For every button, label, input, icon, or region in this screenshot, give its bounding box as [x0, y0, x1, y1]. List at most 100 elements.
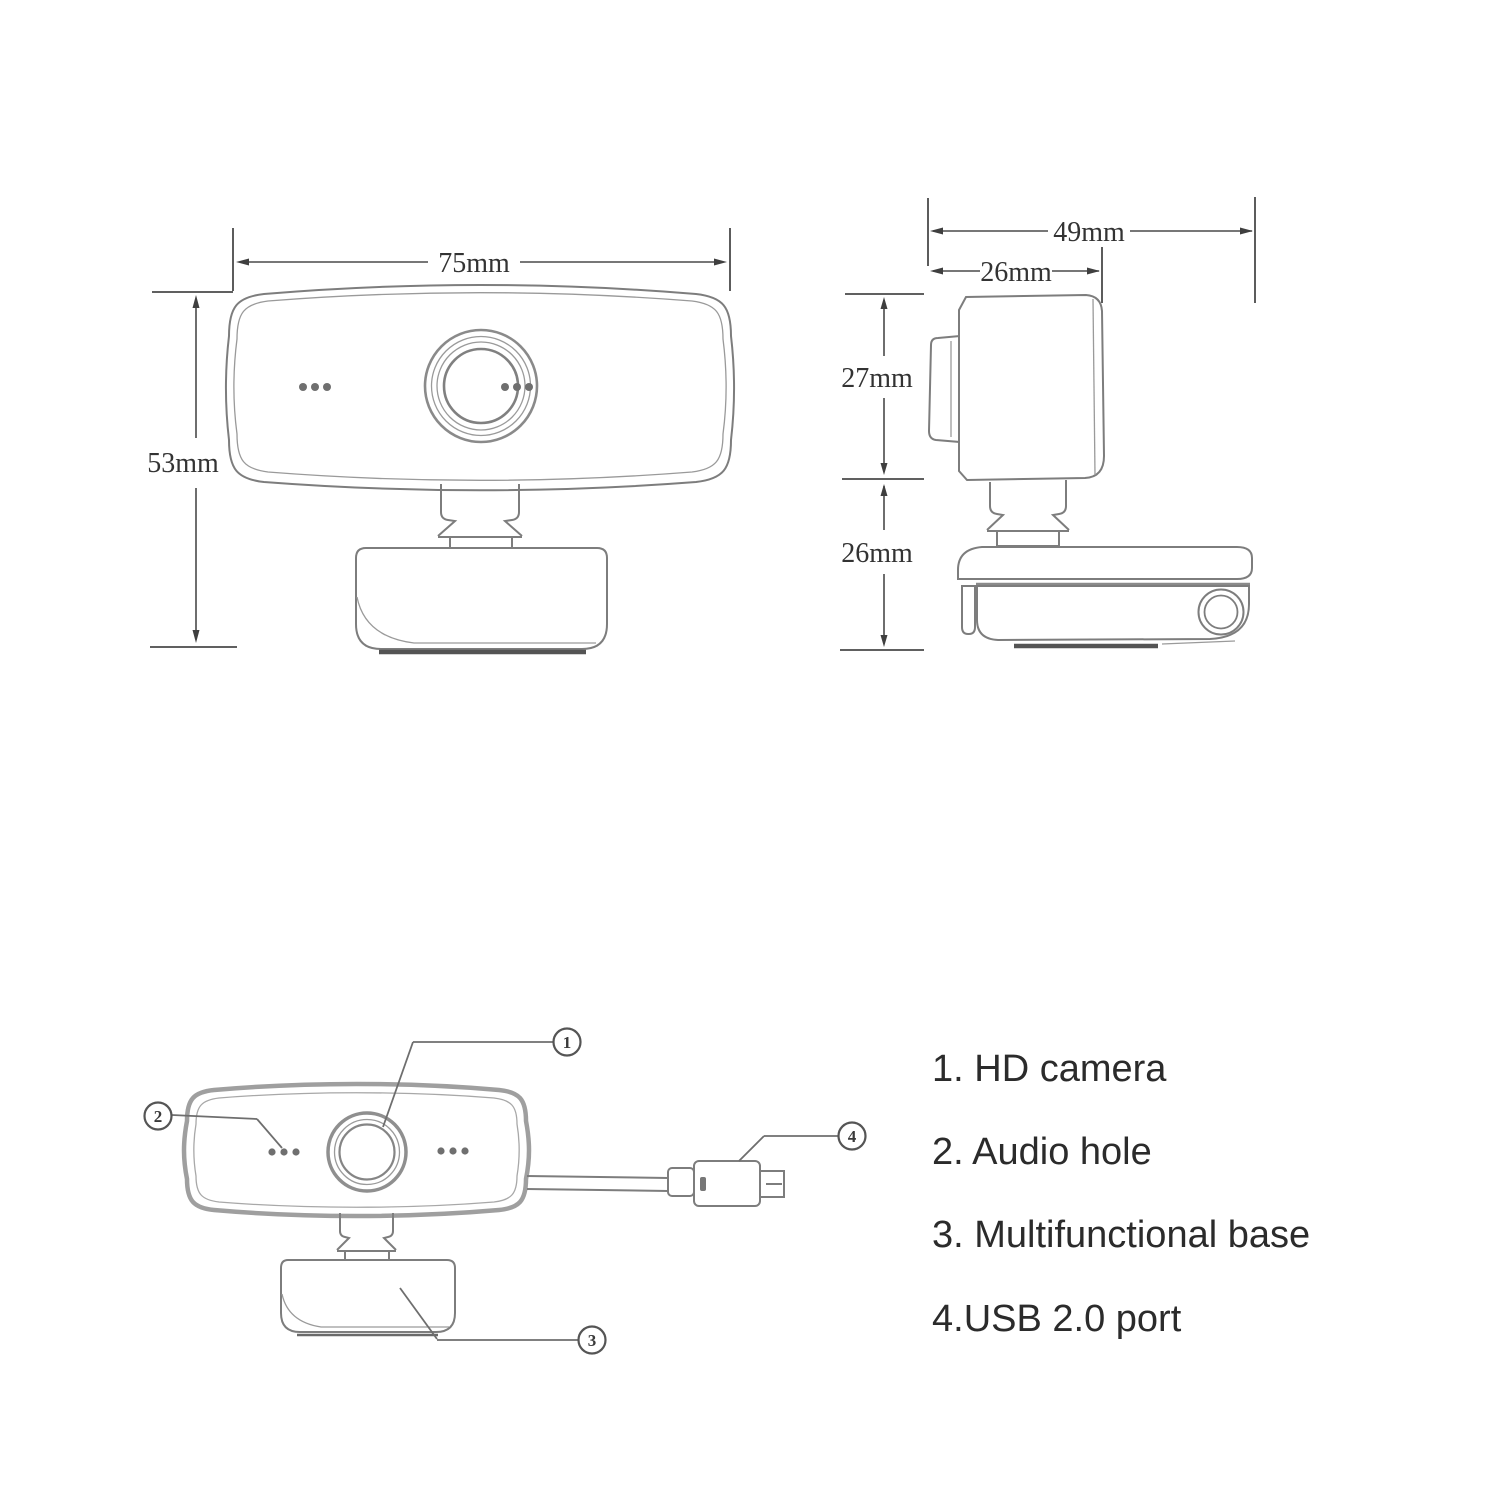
front-mic-dots-right [501, 383, 533, 391]
parts-lens-ring-mid [333, 1118, 401, 1186]
side-body-edge-highlight [1092, 298, 1096, 476]
arrow-down [192, 630, 200, 643]
callout-1-number: 1 [563, 1033, 572, 1052]
side-total-depth-label: 49mm [1053, 217, 1125, 248]
parts-neck-left [336, 1213, 351, 1251]
front-view: 75mm 53mm [147, 228, 735, 655]
mic-dot [437, 1147, 445, 1155]
side-body [958, 293, 1106, 482]
side-body-height-label: 27mm [841, 363, 913, 394]
side-base-height-dimension: 26mm [840, 484, 924, 651]
mic-dot [268, 1148, 276, 1156]
front-mic-dots-left [299, 383, 331, 391]
parts-neck-right [382, 1213, 397, 1251]
parts-body-inner-line [193, 1092, 520, 1208]
side-body-depth-dimension: 26mm [930, 247, 1103, 303]
arrow-up [880, 297, 888, 309]
parts-view: 1 2 3 4 [143, 1027, 867, 1355]
callout-2-circle [143, 1101, 173, 1131]
neck-collar [449, 536, 513, 549]
parts-base [280, 1259, 456, 1337]
arrow-down [880, 635, 888, 647]
arrow-up [880, 484, 888, 496]
callout-2-number: 2 [154, 1107, 163, 1126]
cable-strain-relief [667, 1167, 695, 1197]
callout-4-usb-port: 4 [738, 1121, 867, 1162]
callout-4-number: 4 [848, 1127, 857, 1146]
lens-ring-mid2 [436, 341, 526, 431]
callout-4-circle [837, 1121, 867, 1151]
usb-cable [526, 1167, 695, 1197]
front-neck [437, 484, 523, 549]
arrow-left [930, 267, 943, 275]
front-body-inner-line [233, 292, 727, 481]
side-neck [986, 480, 1070, 547]
arrow-right [714, 258, 727, 266]
callout-4-line-d [738, 1135, 765, 1162]
front-base [355, 547, 608, 655]
mic-dot [525, 383, 533, 391]
parts-base-outline [280, 1259, 456, 1333]
callout-1-line-d [382, 1041, 414, 1128]
arrow-right [1087, 267, 1100, 275]
neck-right-edge [502, 484, 523, 537]
mic-dot [299, 383, 307, 391]
side-body-outline [958, 293, 1106, 482]
side-neck-left [986, 482, 1006, 531]
arrow-up [192, 295, 200, 308]
arrow-left [236, 258, 249, 266]
side-body-depth-label: 26mm [980, 257, 1052, 288]
usb-connector [693, 1160, 785, 1207]
callout-3-number: 3 [588, 1331, 597, 1350]
side-base-hinge-inner [1203, 594, 1239, 630]
side-view: 49mm 26mm 27mm 26mm [840, 197, 1256, 651]
legend-item-hd-camera: 1. HD camera [932, 1048, 1167, 1090]
parts-mic-dots-right [437, 1147, 469, 1155]
mic-dot [501, 383, 509, 391]
mic-dot [292, 1148, 300, 1156]
cable-bottom-line [526, 1188, 669, 1192]
side-base-height-label: 26mm [841, 538, 913, 569]
front-base-outline [355, 547, 608, 650]
mic-dot [449, 1147, 457, 1155]
legend-item-usb-port: 4.USB 2.0 port [932, 1298, 1182, 1340]
callout-2-audio-hole: 2 [143, 1101, 283, 1149]
front-width-label: 75mm [438, 248, 510, 279]
callout-1-hd-camera: 1 [382, 1027, 582, 1128]
callout-2-line-d [256, 1118, 283, 1149]
callout-3-circle [577, 1325, 607, 1355]
cable-top-line [526, 1175, 669, 1179]
legend-item-multifunctional-base: 3. Multifunctional base [932, 1214, 1310, 1256]
parts-neck-collar [344, 1250, 390, 1261]
parts-neck [336, 1213, 397, 1261]
side-base [957, 546, 1253, 649]
legend: 1. HD camera 2. Audio hole 3. Multifunct… [932, 1048, 1310, 1340]
legend-item-audio-hole: 2. Audio hole [932, 1131, 1152, 1173]
side-base-clip [961, 585, 976, 635]
parts-mic-dots-left [268, 1148, 300, 1156]
usb-connector-slot [700, 1177, 706, 1191]
mic-dot [461, 1147, 469, 1155]
front-width-dimension: 75mm [152, 228, 731, 293]
lens-bump-outline [927, 334, 961, 444]
front-lens [423, 328, 539, 444]
neck-left-edge [437, 484, 458, 537]
callout-3-line-d [399, 1287, 438, 1340]
side-body-height-dimension: 27mm [841, 293, 924, 480]
parts-lens-aperture [338, 1123, 396, 1181]
callout-1-circle [552, 1027, 582, 1057]
front-height-dimension: 53mm [147, 295, 237, 648]
side-base-top-bar [957, 546, 1253, 580]
callout-3-base: 3 [399, 1287, 607, 1355]
parts-lens [326, 1111, 408, 1193]
callout-2-line-h [171, 1114, 258, 1120]
side-lens-bump [927, 334, 961, 444]
side-total-depth-dimension: 49mm [927, 197, 1256, 303]
side-base-bottom-faint [1161, 640, 1236, 645]
mic-dot [280, 1148, 288, 1156]
side-base-lower-slab [976, 585, 1250, 642]
front-base-inner-curve [356, 596, 596, 644]
front-height-label: 53mm [147, 448, 219, 479]
mic-dot [513, 383, 521, 391]
